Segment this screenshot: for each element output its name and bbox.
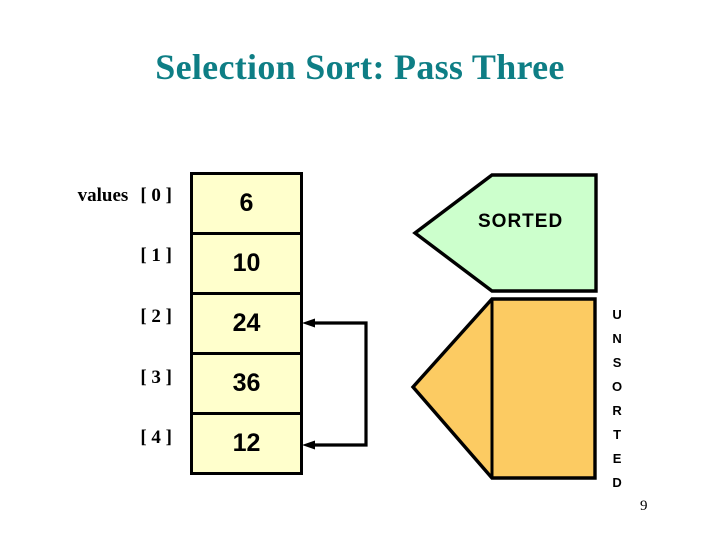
unsorted-region-shape	[410, 297, 597, 480]
array-index-label-4: [ 4 ]	[140, 427, 172, 448]
array-index-label-3: [ 3 ]	[140, 367, 172, 388]
swap-connector-arrows	[302, 318, 368, 450]
array-cell-3: 36	[193, 355, 300, 415]
unsorted-region-label: U N S O R T E D	[612, 303, 622, 495]
sorted-region-shape	[412, 173, 598, 293]
unsorted-letter-2: S	[612, 355, 622, 370]
array-cell-0: 6	[193, 175, 300, 235]
index-bracket-0: [ 0 ]	[140, 185, 172, 206]
unsorted-letter-7: D	[612, 475, 622, 490]
page-title: Selection Sort: Pass Three	[155, 47, 565, 87]
unsorted-letter-4: R	[612, 403, 622, 418]
sorted-region-label: SORTED	[478, 211, 564, 232]
unsorted-letter-0: U	[612, 307, 622, 322]
array-cell-1: 10	[193, 235, 300, 295]
array-index-label-2: [ 2 ]	[140, 306, 172, 327]
array-index-label-0: values [ 0 ]	[48, 185, 172, 207]
array-cell-2: 24	[193, 295, 300, 355]
array-variable-name: values	[77, 185, 129, 206]
unsorted-letter-3: O	[612, 379, 623, 394]
slide-page-number: 9	[640, 498, 648, 514]
unsorted-letter-6: E	[612, 451, 622, 466]
unsorted-letter-1: N	[612, 331, 622, 346]
array-diagram: 6 10 24 36 12	[190, 172, 303, 475]
array-index-label-1: [ 1 ]	[140, 245, 172, 266]
unsorted-letter-5: T	[613, 427, 622, 442]
array-cell-4: 12	[193, 415, 300, 475]
